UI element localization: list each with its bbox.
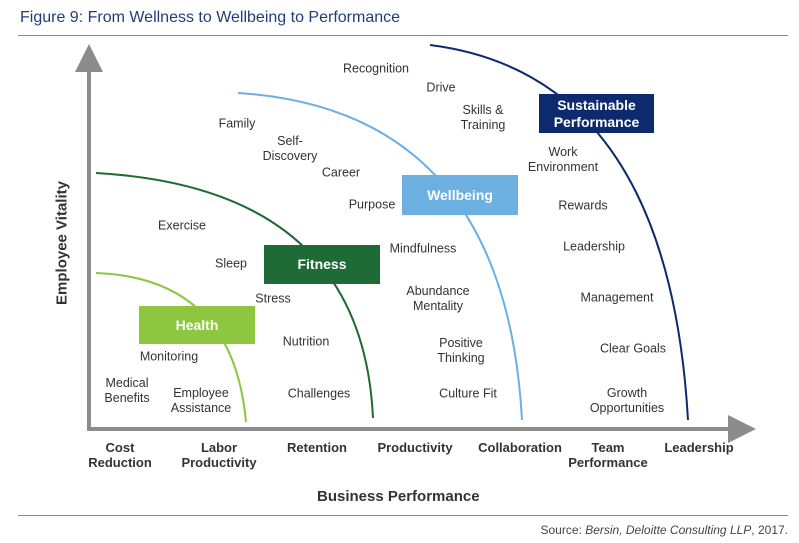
fitness-arc: [95, 172, 374, 419]
label-positive-thinking: Positive Thinking: [437, 336, 485, 365]
label-leadership: Leadership: [563, 239, 625, 254]
label-career: Career: [321, 165, 361, 180]
x-tick-team-performance: Team Performance: [568, 440, 648, 470]
x-tick-productivity: Productivity: [377, 440, 453, 455]
label-sleep: Sleep: [215, 256, 247, 271]
label-management: Management: [580, 290, 654, 305]
label-drive: Drive: [426, 80, 456, 95]
label-skills-training: Skills & Training: [460, 103, 506, 132]
label-growth-opportunities: Growth Opportunities: [589, 386, 665, 415]
label-culture-fit: Culture Fit: [439, 386, 497, 401]
wellbeing-box: Wellbeing: [402, 175, 518, 215]
label-stress: Stress: [255, 291, 291, 306]
y-axis-title: Employee Vitality: [53, 181, 71, 305]
x-tick-retention: Retention: [287, 440, 347, 455]
label-work-environment: Work Environment: [527, 145, 599, 174]
label-employee-assistance: Employee Assistance: [170, 386, 232, 415]
label-family: Family: [218, 116, 256, 131]
label-rewards: Rewards: [558, 198, 608, 213]
x-tick-collaboration: Collaboration: [478, 440, 562, 455]
source-note: Source: Bersin, Deloitte Consulting LLP,…: [541, 523, 789, 537]
label-clear-goals: Clear Goals: [600, 341, 666, 356]
x-tick-leadership: Leadership: [664, 440, 734, 455]
bottom-rule: [18, 515, 788, 516]
source-prefix: Source:: [540, 523, 586, 537]
health-box: Health: [139, 306, 255, 344]
x-tick-cost-reduction: Cost Reduction: [88, 440, 152, 470]
sustainable-performance-box: Sustainable Performance: [539, 94, 654, 133]
label-mindfulness: Mindfulness: [389, 241, 457, 256]
label-abundance-mentality: Abundance Mentality: [406, 284, 470, 313]
label-monitoring: Monitoring: [139, 349, 199, 364]
label-purpose: Purpose: [348, 197, 396, 212]
sustainable-arc: [429, 44, 689, 421]
top-rule: [18, 35, 788, 36]
figure-title: Figure 9: From Wellness to Wellbeing to …: [20, 9, 401, 26]
label-exercise: Exercise: [158, 218, 206, 233]
x-axis-title: Business Performance: [317, 488, 480, 505]
label-recognition: Recognition: [342, 61, 410, 76]
source-italic: Bersin, Deloitte Consulting LLP: [585, 523, 752, 537]
fitness-box: Fitness: [264, 245, 380, 284]
label-nutrition: Nutrition: [282, 334, 330, 349]
source-suffix: , 2017.: [751, 523, 788, 537]
label-medical-benefits: Medical Benefits: [104, 376, 150, 405]
label-self-discovery: Self- Discovery: [262, 134, 318, 163]
label-challenges: Challenges: [287, 386, 351, 401]
x-tick-labor-productivity: Labor Productivity: [181, 440, 257, 470]
